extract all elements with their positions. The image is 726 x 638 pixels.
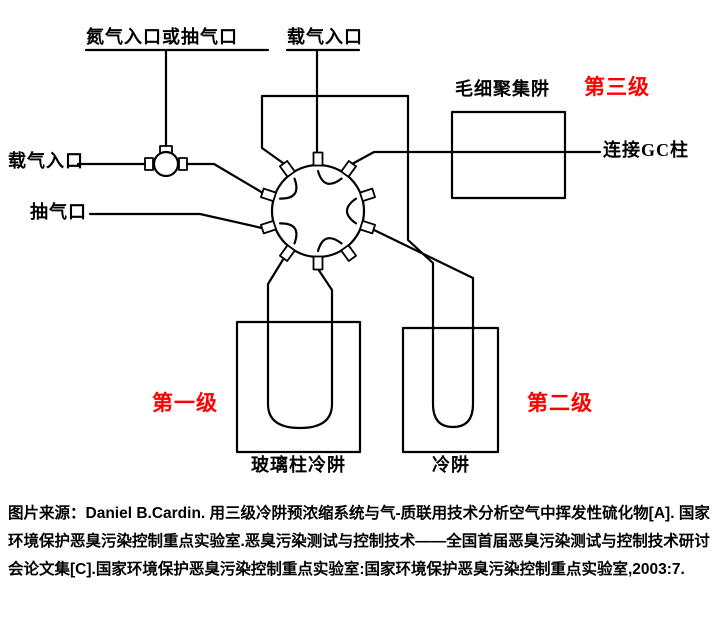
label-capillary-trap: 毛细聚集阱 (455, 79, 550, 99)
figure-caption: 图片来源：Daniel B.Cardin. 用三级冷阱预浓缩系统与气-质联用技术… (8, 505, 710, 578)
three-way-valve (144, 145, 188, 178)
label-carrier-gas-left: 载气入口 (8, 151, 84, 171)
valve-to-rotary-line (185, 162, 265, 195)
capillary-trap-box (450, 110, 567, 200)
rotary-valve-ports (260, 151, 376, 271)
label-stage-3: 第三级 (584, 75, 650, 99)
label-connect-gc: 连接GC柱 (603, 140, 689, 160)
label-carrier-gas-top: 载气入口 (287, 27, 363, 47)
rotary-valve (260, 151, 376, 271)
label-stage-1: 第一级 (152, 391, 218, 415)
top-manifold-line (260, 94, 410, 165)
cold-trap-box (401, 326, 500, 454)
label-pump-port: 抽气口 (30, 202, 87, 222)
nitrogen-inlet-line (84, 48, 270, 148)
label-stage-2: 第二级 (527, 391, 593, 415)
pump-port-line (88, 212, 264, 230)
label-nitrogen-inlet: 氮气入口或抽气口 (86, 27, 238, 47)
schematic-linework (76, 48, 602, 454)
carrier-top-line (285, 48, 361, 154)
label-glass-column-trap: 玻璃柱冷阱 (251, 455, 346, 475)
label-cold-trap: 冷阱 (432, 455, 470, 475)
preconcentrator-schematic: 氮气入口或抽气口 载气入口 载气入口 抽气口 毛细聚集阱 第三级 连接GC柱 第… (8, 27, 689, 475)
trap2-return-line (372, 228, 475, 280)
trap1-tube (266, 256, 334, 430)
gc-line (350, 150, 602, 166)
trap2-tube (406, 94, 475, 429)
glass-trap-box (235, 320, 362, 454)
